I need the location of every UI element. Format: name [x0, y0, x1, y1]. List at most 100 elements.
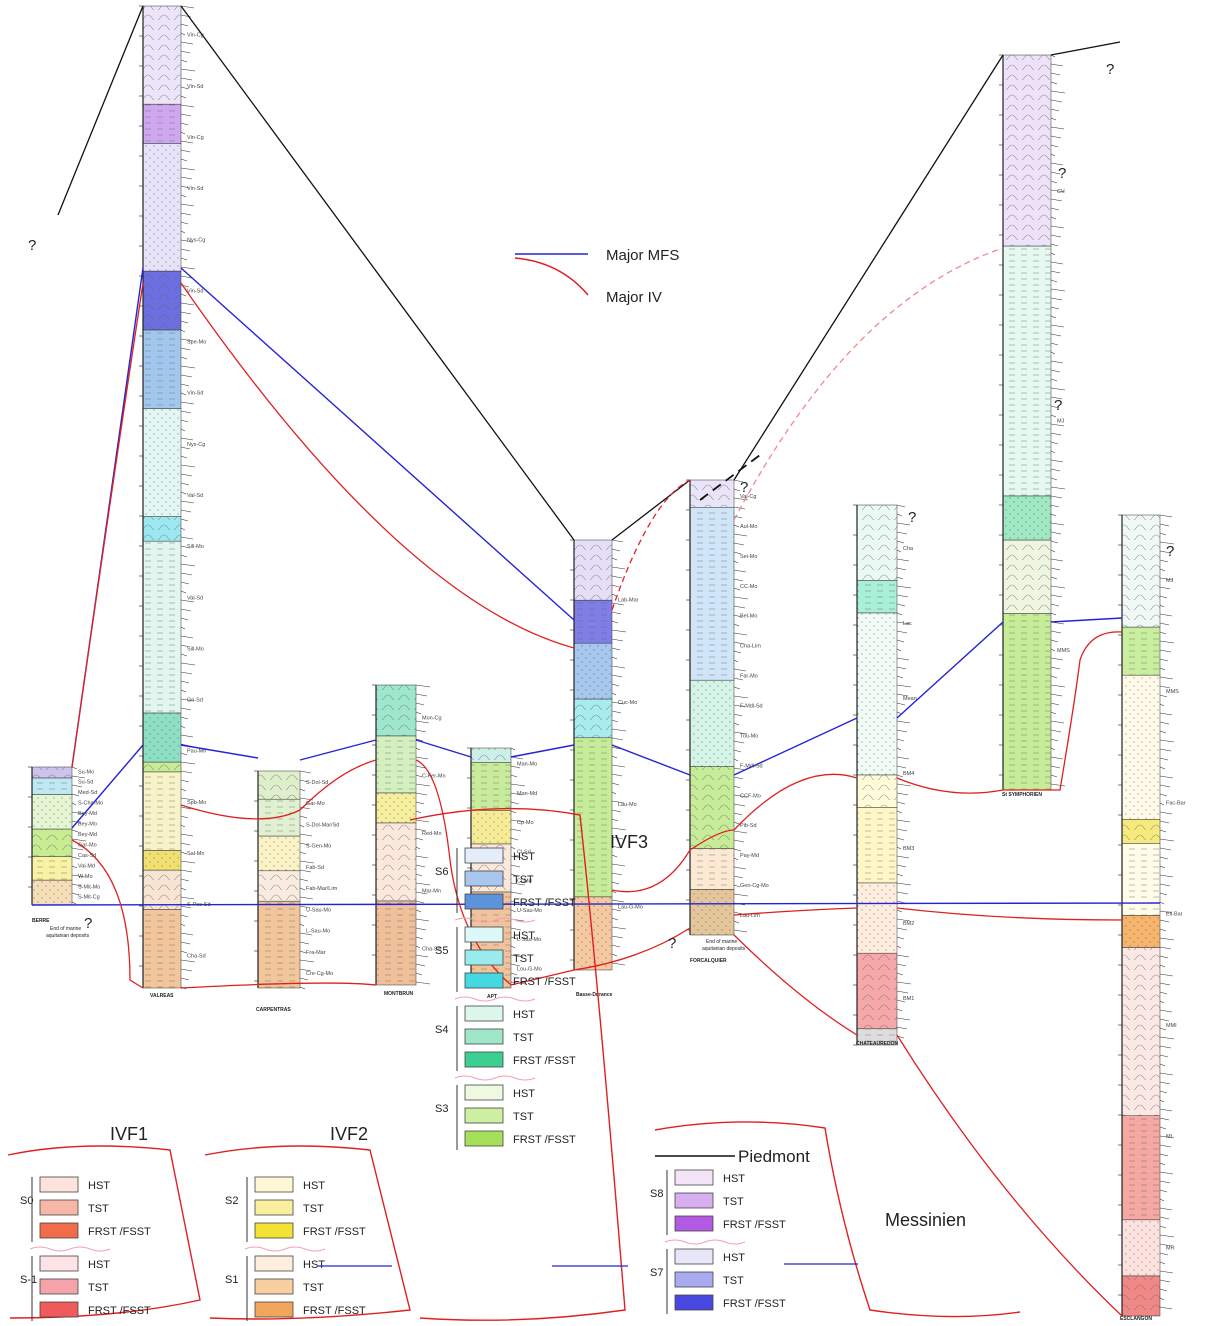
bed-edge: [1050, 189, 1066, 193]
question-mark: ?: [28, 237, 36, 254]
bed-edge: [733, 533, 748, 537]
formation-label: Val-Cg: [740, 494, 756, 500]
bed-edge: [896, 558, 910, 562]
formation-label: Val-Md: [78, 863, 95, 869]
bed-edge: [1159, 1081, 1171, 1085]
formation-label: Bel-Mo: [740, 614, 757, 620]
bed-edge: [299, 788, 306, 792]
iv-line: [573, 927, 691, 971]
bed-edge: [733, 560, 739, 564]
bed-edge: [1159, 640, 1175, 644]
bed-edge: [1050, 459, 1064, 463]
bed-edge: [415, 837, 424, 841]
bed-edge: [1050, 324, 1065, 328]
bed-edge: [1050, 108, 1060, 112]
bed-edge: [1159, 856, 1169, 860]
bed-edge: [1159, 757, 1169, 761]
bed-edge: [180, 446, 191, 450]
sequence-boundary: [454, 996, 536, 1002]
bed-edge: [1050, 639, 1059, 643]
formation-label: U-Sau-Mo: [517, 908, 542, 914]
bed-edge: [896, 756, 910, 760]
formation-label: Man-Md: [517, 791, 537, 797]
bed-edge: [1050, 351, 1056, 355]
bed-edge: [896, 1008, 903, 1012]
systems-tract-swatch: [254, 1301, 294, 1318]
bed-edge: [611, 746, 621, 750]
facies-pattern: [258, 771, 300, 800]
bed-edge: [733, 731, 748, 735]
bed-edge: [896, 981, 912, 985]
bed-edge: [611, 863, 626, 867]
formation-labels: Su-MoSu-SdMed-SdS-Cha-MoBey-MdBey-MoBey-…: [78, 33, 1186, 1252]
formation-label: Lau-Mo: [618, 802, 637, 808]
systems-tract-swatch: [39, 1255, 79, 1272]
formation-label: Aul-Mo: [740, 524, 757, 530]
bed-edge: [1159, 1198, 1165, 1202]
mfs-line: [1050, 617, 1123, 623]
bed-edge: [896, 945, 902, 949]
question-mark: ?: [1106, 61, 1114, 78]
bed-edge: [1159, 541, 1175, 545]
formation-label: S-Mit-Mo: [78, 884, 100, 890]
bed-edge: [180, 194, 187, 198]
bed-edge: [299, 905, 311, 909]
formation-label: Cp-Mo: [517, 820, 534, 826]
systems-tract-swatch: [39, 1301, 79, 1318]
bed-edge: [1050, 414, 1057, 418]
systems-tract-swatch: [464, 949, 504, 966]
facies-pattern: [376, 901, 416, 985]
facies-pattern: [143, 713, 181, 763]
bed-edge: [611, 818, 619, 822]
bed-edge: [611, 710, 622, 714]
facies-pattern: [258, 799, 300, 837]
bed-edge: [180, 653, 188, 657]
bed-edge: [733, 641, 745, 645]
bed-edge: [1050, 72, 1061, 76]
bed-edge: [896, 999, 906, 1003]
bed-edge: [611, 692, 617, 696]
formation-label: S-Dol-Mar/Sd: [306, 822, 339, 828]
bed-edge: [510, 792, 523, 796]
bed-edge: [896, 594, 909, 598]
bed-edge: [71, 883, 83, 887]
formation-label: Pay-Md: [740, 853, 759, 859]
bed-edge: [733, 704, 746, 708]
bed-edge: [896, 828, 908, 832]
bed-edge: [1159, 748, 1172, 752]
bed-edge: [180, 941, 191, 945]
bed-edge: [180, 914, 189, 918]
sequence-label: S-1: [20, 1274, 37, 1286]
formation-label: Mean: [903, 696, 917, 702]
bed-edge: [71, 793, 80, 797]
bed-edge: [1050, 279, 1058, 283]
section-name-apt: APT: [487, 994, 497, 1000]
section-name-valreas: VALREAS: [150, 993, 174, 999]
bed-edge: [896, 1026, 908, 1030]
bed-edge: [1050, 504, 1060, 508]
bed-edge: [71, 838, 87, 842]
bed-edge: [180, 41, 194, 45]
facies-pattern: [258, 836, 300, 871]
bed-edge: [1050, 576, 1058, 580]
bed-edge: [180, 104, 195, 108]
bed-edge: [1159, 604, 1165, 608]
bed-edge: [611, 782, 620, 786]
bed-edge: [733, 587, 741, 591]
systems-tract-swatch: [464, 893, 504, 910]
bed-edge: [611, 683, 620, 687]
systems-tract-swatch: [464, 1107, 504, 1124]
bed-edge: [1050, 765, 1061, 769]
bed-edge: [1159, 703, 1165, 707]
formation-label: BM4: [903, 771, 914, 777]
iv-legend-label: Major IV: [606, 289, 662, 306]
bed-edge: [1050, 603, 1060, 607]
bed-edge: [1159, 532, 1167, 536]
bed-edge: [1159, 1126, 1167, 1130]
bed-edge: [896, 882, 912, 886]
bed-edge: [896, 810, 903, 814]
formation-label: Mon-Cg: [422, 716, 442, 722]
bed-edge: [1159, 685, 1171, 689]
formation-label: Vin-Sd: [187, 84, 203, 90]
